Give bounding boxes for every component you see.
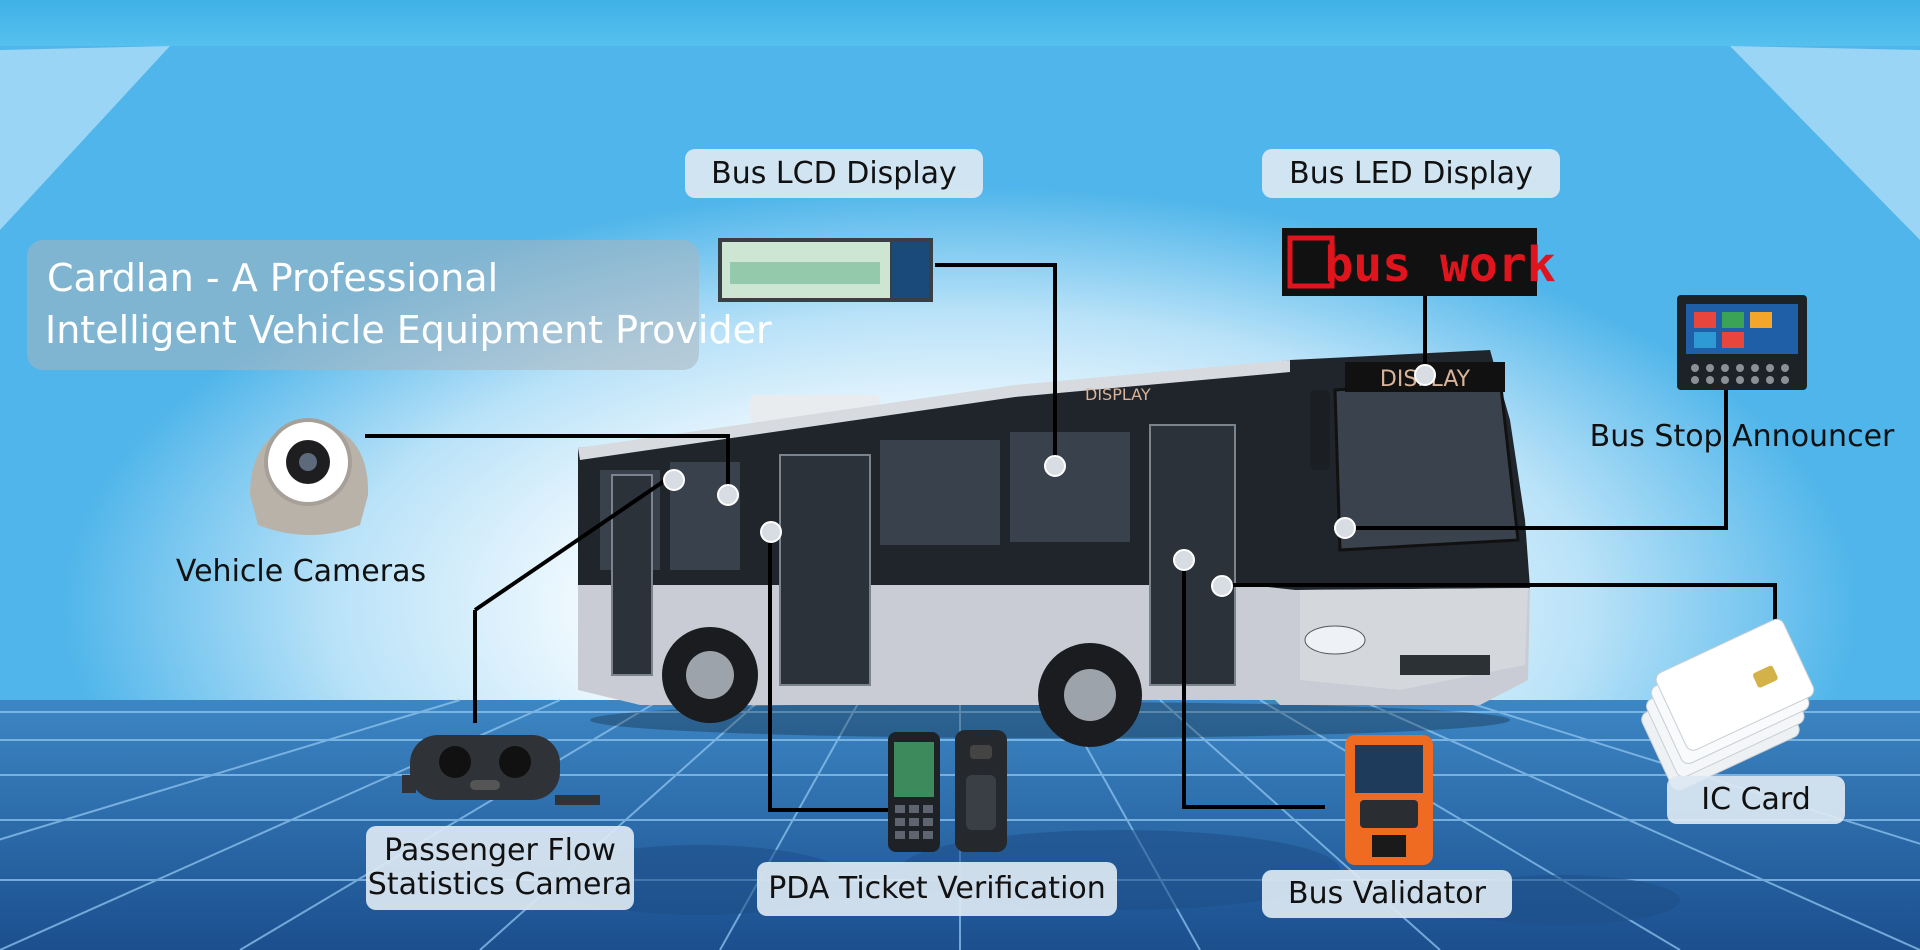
passenger-flow-camera-device bbox=[402, 735, 600, 805]
lcd-display-device bbox=[718, 238, 933, 302]
label-bus-validator: Bus Validator bbox=[1262, 870, 1512, 918]
label-bus-stop-announcer: Bus Stop Announcer bbox=[1589, 419, 1895, 454]
led-sign-text: bus work bbox=[1324, 237, 1555, 293]
label-bus-led-display: Bus LED Display bbox=[1262, 149, 1560, 198]
label-bus-lcd-display: Bus LCD Display bbox=[685, 149, 983, 198]
label-passenger-flow-line-1: Passenger Flow bbox=[384, 833, 616, 868]
top-band bbox=[0, 0, 1920, 46]
pda-devices bbox=[888, 730, 1007, 852]
headline-line-2: Intelligent Vehicle Equipment Provider bbox=[45, 308, 772, 352]
dome-camera-device bbox=[250, 418, 369, 535]
ic-card-stack bbox=[1641, 618, 1815, 791]
label-passenger-flow-line-2: Statistics Camera bbox=[367, 867, 633, 902]
label-passenger-flow-camera: Passenger Flow Statistics Camera bbox=[366, 826, 634, 910]
headline-line-1: Cardlan - A Professional bbox=[47, 256, 499, 300]
label-pda-ticket-verification: PDA Ticket Verification bbox=[757, 862, 1117, 916]
headline-box: Cardlan - A Professional Intelligent Veh… bbox=[27, 240, 772, 370]
corner-light-left bbox=[0, 46, 170, 230]
led-display-device: bus work bbox=[1282, 228, 1556, 296]
corner-light-right bbox=[1730, 46, 1920, 240]
announcer-device bbox=[1677, 295, 1807, 390]
label-ic-card: IC Card bbox=[1667, 776, 1845, 824]
label-vehicle-cameras: Vehicle Cameras bbox=[175, 554, 427, 589]
connector-dots bbox=[663, 364, 1436, 597]
bus-validator-device bbox=[1345, 735, 1433, 865]
bus-side-sign: DISPLAY bbox=[1085, 385, 1151, 404]
